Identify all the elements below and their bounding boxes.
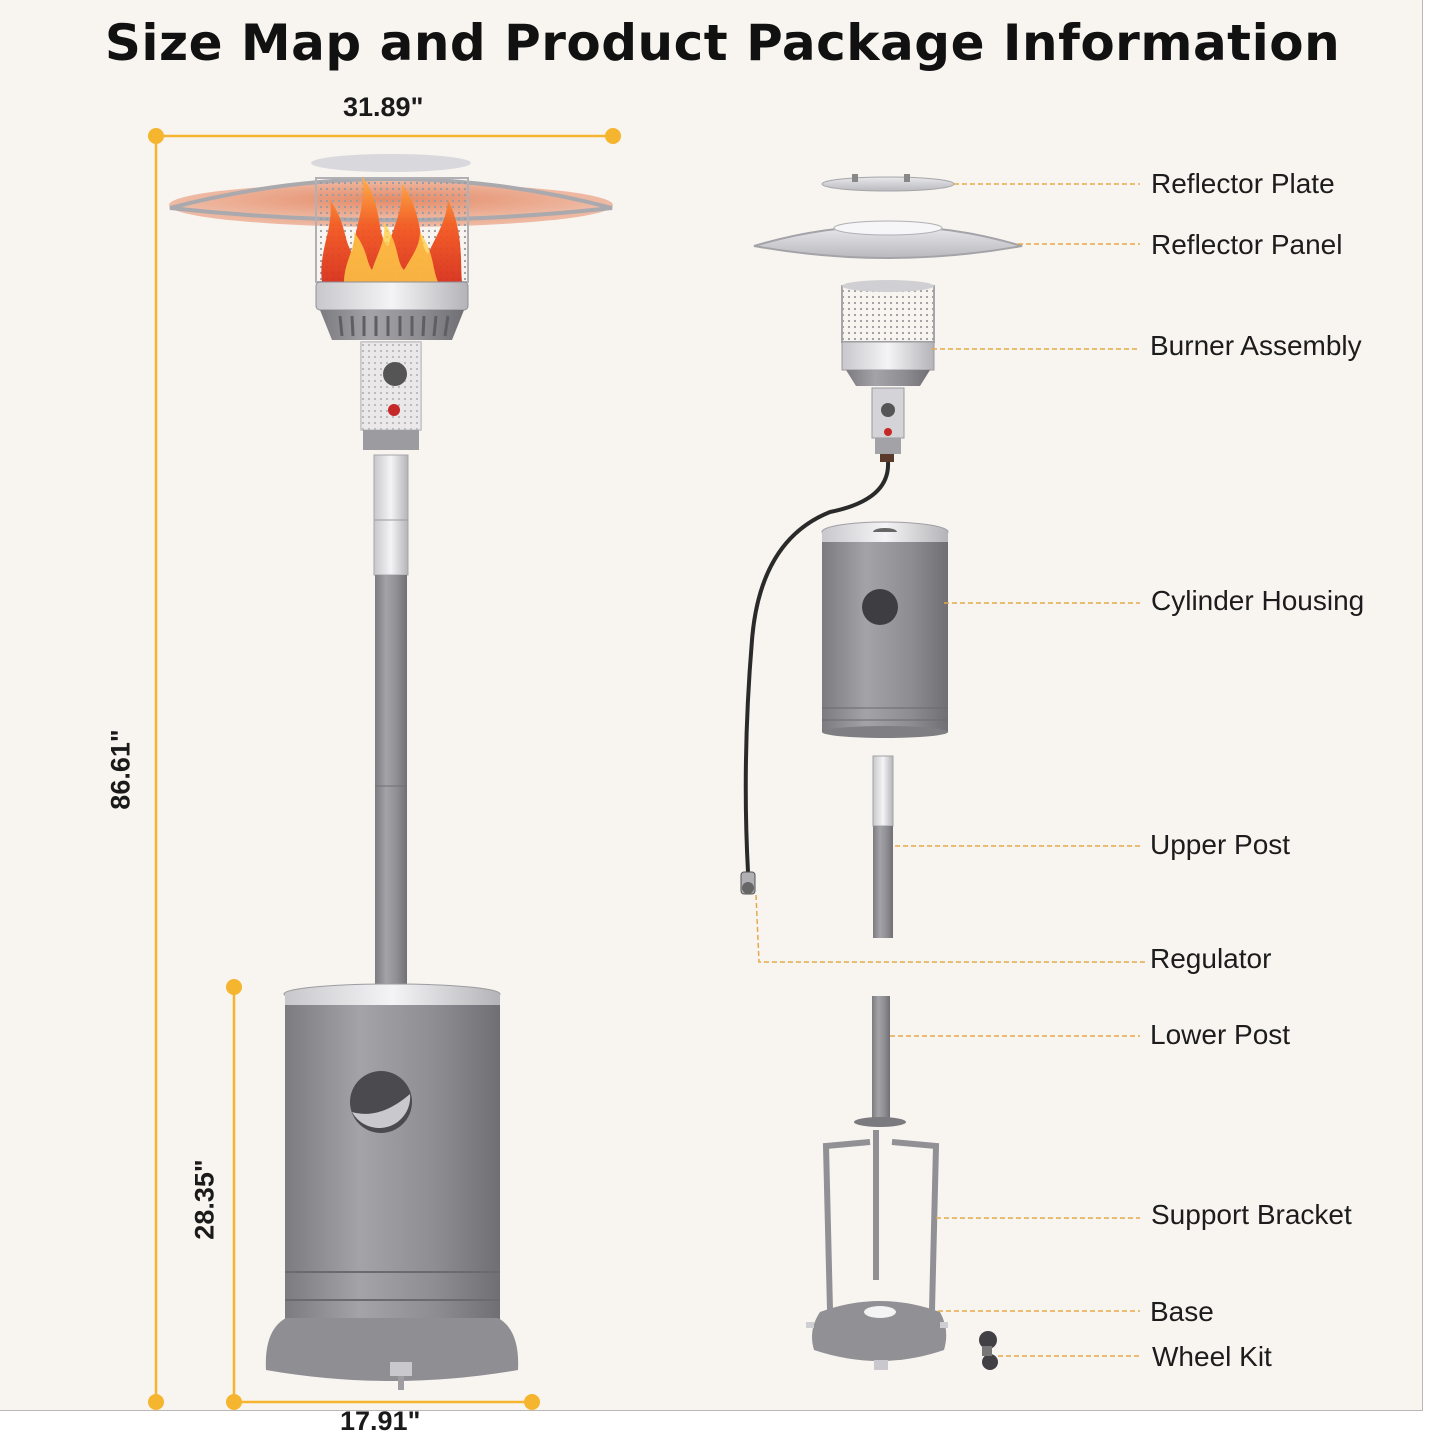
assembled-heater <box>169 154 613 1390</box>
part-label-upper-post: Upper Post <box>1150 829 1291 860</box>
part-label-reflector-panel: Reflector Panel <box>1151 229 1343 260</box>
part-label-burner-assembly: Burner Assembly <box>1150 330 1362 361</box>
width-dimension-label: 31.89" <box>343 92 424 122</box>
housing-height-dimension-label: 28.35" <box>189 1159 220 1240</box>
base-width-dimension-label: 17.91" <box>340 1406 421 1436</box>
part-label-regulator: Regulator <box>1150 943 1272 974</box>
part-label-wheel-kit: Wheel Kit <box>1152 1341 1272 1372</box>
part-label-reflector-plate: Reflector Plate <box>1151 168 1335 199</box>
diagram-canvas <box>0 0 1423 1411</box>
exploded-parts <box>740 174 1023 1370</box>
leader-lines <box>755 183 1148 1357</box>
part-label-lower-post: Lower Post <box>1150 1019 1291 1050</box>
height-dimension-label: 86.61" <box>105 729 136 810</box>
part-label-support-bracket: Support Bracket <box>1151 1199 1352 1230</box>
page-title: Size Map and Product Package Information <box>104 14 1341 72</box>
dimension-lines <box>148 128 621 1410</box>
part-label-base: Base <box>1150 1296 1214 1327</box>
part-label-cylinder-housing: Cylinder Housing <box>1151 585 1365 616</box>
